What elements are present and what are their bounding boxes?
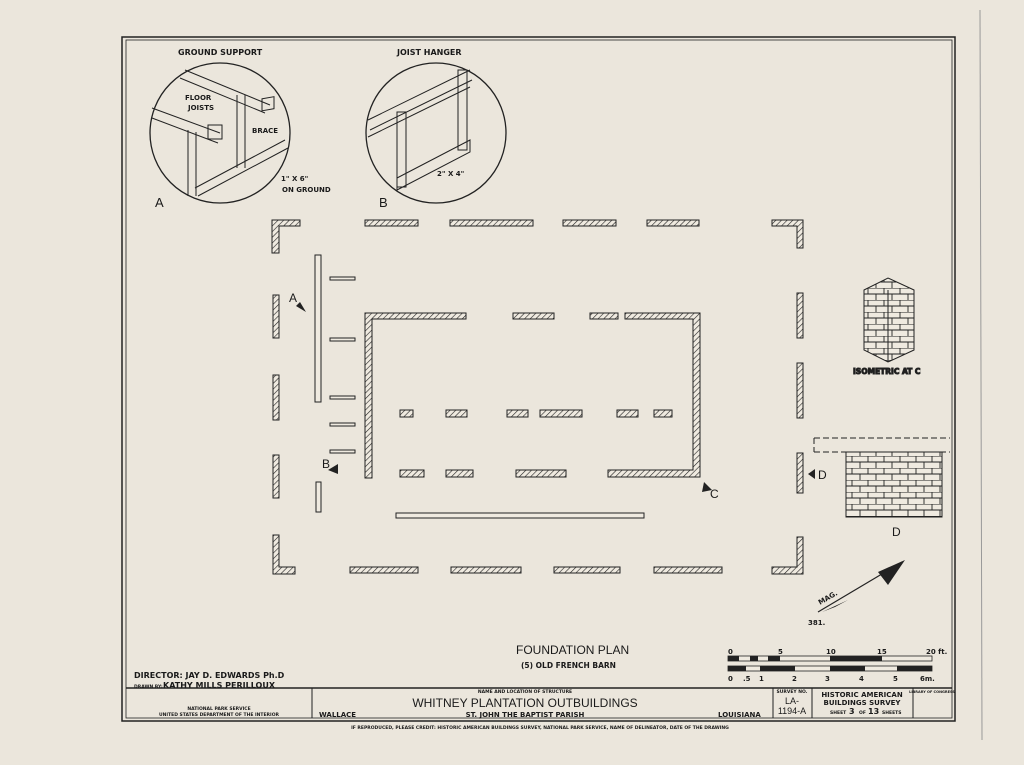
habs-line-2: BUILDINGS SURVEY [824, 699, 902, 707]
detail-b-title: JOIST HANGER [396, 48, 462, 57]
of-label: OF [859, 710, 866, 716]
scale-ft-tick: 0 [728, 648, 733, 656]
delineator: WALLACE [319, 711, 356, 719]
scale-m-tick: 4 [859, 675, 864, 683]
foundation-plan [271, 219, 804, 575]
sheets-label: SHEETS [882, 710, 901, 716]
scale-ft-tick: 5 [778, 648, 783, 656]
title-block [126, 687, 952, 718]
director-credit: DIRECTOR: JAY D. EDWARDS Ph.D [134, 671, 285, 680]
plan-title: FOUNDATION PLAN [516, 643, 629, 657]
north-arrow-value: 381. [808, 619, 825, 627]
detail-d-letter: D [892, 525, 901, 539]
scale-m-tick: 2 [792, 675, 797, 683]
reproduction-credit: IF REPRODUCED, PLEASE CREDIT: HISTORIC A… [351, 725, 729, 731]
scale-ft-tick: 20 ft. [926, 648, 947, 656]
scale-m-tick: 5 [893, 675, 898, 683]
drawn-by-label: DRAWN BY: [134, 684, 163, 690]
state: LOUISIANA [718, 711, 761, 719]
scale-m-tick: 0 [728, 675, 733, 683]
scale-bar: 0 5 10 15 20 ft. 0 .5 1 2 3 4 5 6m. [727, 648, 947, 683]
scale-m-tick: 3 [825, 675, 830, 683]
isometric-caption: ISOMETRIC AT C [853, 367, 921, 376]
drawn-by-credit: KATHY MILLS PERILLOUX [163, 681, 276, 690]
sheet-number: 3 [849, 707, 855, 716]
survey-no-2: 1194-A [778, 706, 806, 716]
detail-d: D [813, 437, 950, 539]
label-joists: JOISTS [187, 104, 214, 112]
survey-label: SURVEY NO. [777, 689, 808, 695]
survey-no-1: LA- [785, 696, 799, 706]
label-brace: BRACE [252, 127, 278, 135]
sheet-label: SHEET [830, 710, 847, 716]
north-arrow-label: MAG. [817, 589, 839, 606]
label-floor: FLOOR [185, 94, 212, 102]
detail-a-letter: A [155, 195, 164, 210]
habs-line-1: HISTORIC AMERICAN [821, 691, 903, 699]
north-arrow-icon: MAG. 381. [808, 560, 905, 627]
scale-ft-tick: 10 [826, 648, 836, 656]
detail-a-title: GROUND SUPPORT [178, 48, 263, 57]
loc-label: LIBRARY OF CONGRESS [909, 690, 955, 694]
sheet-border [121, 36, 956, 722]
scale-m-tick: 6m. [920, 675, 935, 683]
section-markers: A B C D [289, 291, 827, 501]
section-marker-b: B [322, 457, 330, 471]
label-2x4: 2" X 4" [437, 170, 464, 178]
section-marker-d: D [818, 468, 827, 482]
detail-b-joist-hanger: JOIST HANGER 2" X 4" B [365, 48, 507, 210]
agency-line-1: NATIONAL PARK SERVICE [187, 706, 250, 712]
name-location-label: NAME AND LOCATION OF STRUCTURE [478, 689, 572, 695]
detail-a-ground-support: GROUND SUPPORT FLOOR JOISTS BRACE 1" X 6… [149, 48, 331, 210]
plan-subtitle: (5) OLD FRENCH BARN [521, 661, 616, 670]
agency-line-2: UNITED STATES DEPARTMENT OF THE INTERIOR [159, 712, 280, 718]
scale-m-tick: 1 [759, 675, 764, 683]
joist-ladder [314, 254, 645, 519]
scale-m-tick: .5 [743, 675, 751, 683]
label-on-ground: ON GROUND [282, 186, 331, 194]
label-1x6: 1" X 6" [281, 175, 308, 183]
section-marker-a: A [289, 291, 297, 305]
isometric-at-c: ISOMETRIC AT C [853, 277, 921, 377]
section-marker-c: C [710, 487, 719, 501]
parish: ST. JOHN THE BAPTIST PARISH [466, 711, 585, 719]
detail-b-letter: B [379, 195, 388, 210]
structure-name: WHITNEY PLANTATION OUTBUILDINGS [412, 696, 637, 710]
scale-ft-tick: 15 [877, 648, 887, 656]
sheet-total: 13 [868, 707, 879, 716]
